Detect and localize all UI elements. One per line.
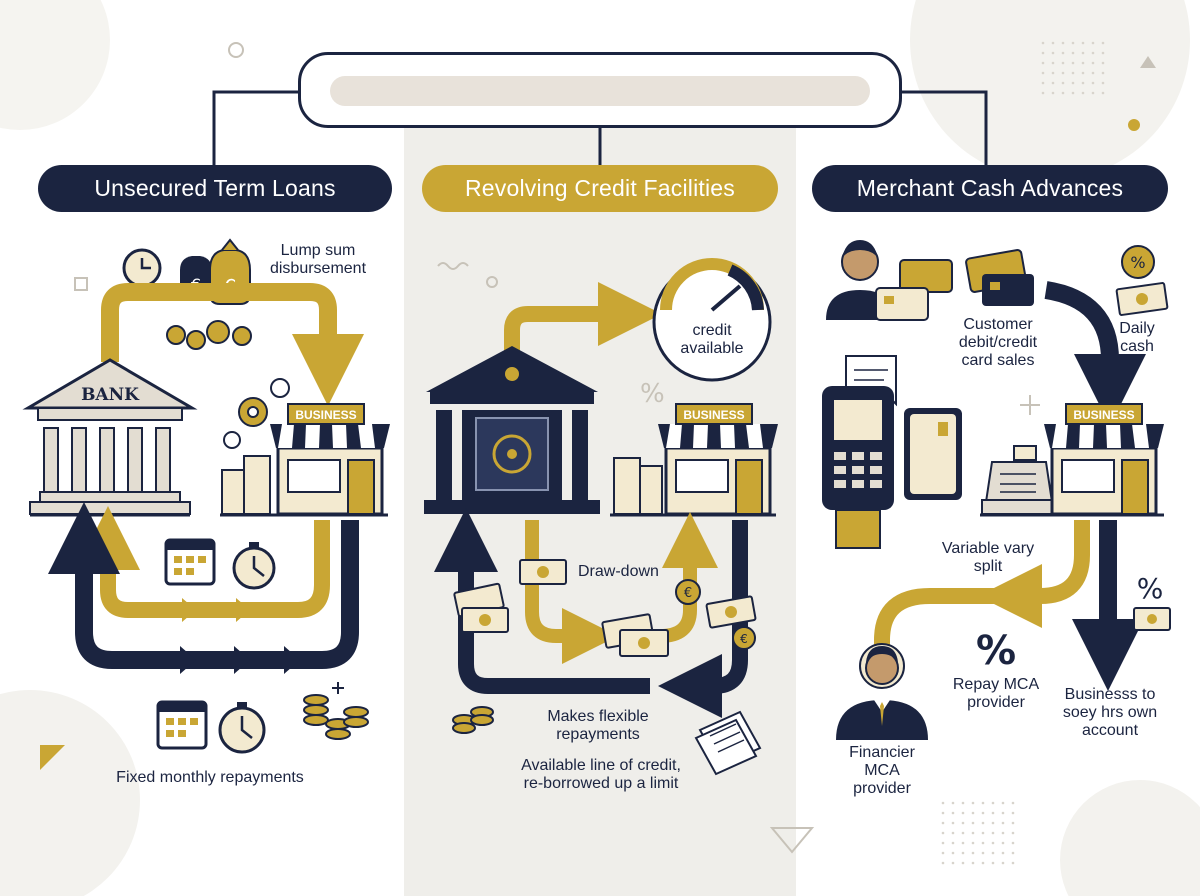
label-flexible-repayments: Makes flexible repayments	[547, 708, 649, 743]
square-deco-icon	[74, 277, 88, 291]
gear-icon	[223, 378, 290, 449]
split-arrow	[978, 520, 1090, 628]
reborrow-arrow	[434, 508, 650, 694]
label-lump-sum: Lump sum disbursement	[269, 242, 367, 277]
coin-stack-icon	[452, 706, 494, 734]
business-sign: BUSINESS	[1073, 408, 1134, 422]
dot-deco-icon	[1128, 119, 1140, 131]
office-building-icon	[613, 457, 663, 515]
page-title	[330, 76, 870, 106]
disbursement-arrow	[101, 283, 364, 406]
credit-card-icon	[965, 249, 1034, 306]
business-store-icon	[658, 403, 778, 516]
stopwatch-icon	[232, 542, 276, 590]
column-title-revolving-credit: Revolving Credit Facilities	[422, 165, 778, 212]
documents-icon	[694, 710, 762, 776]
column-title-merchant-cash: Merchant Cash Advances	[812, 165, 1168, 212]
repay-arrow	[874, 588, 1010, 660]
bank-icon	[22, 358, 198, 515]
dot-grid	[1040, 40, 1110, 100]
card-terminal-icon	[822, 355, 962, 549]
business-sign: BUSINESS	[683, 408, 744, 422]
repayment-arrow	[658, 520, 748, 718]
wave-deco-icon	[437, 262, 469, 270]
drawdown-arrow	[525, 520, 618, 664]
percent-icon: %	[976, 628, 1016, 674]
label-daily-cash: Daily cash	[1119, 320, 1155, 355]
label-line-of-credit: Available line of credit, re-borrowed up…	[521, 757, 681, 792]
banknote-icon	[519, 559, 567, 585]
circle-deco-icon	[228, 42, 244, 58]
chevrons-navy	[180, 646, 300, 674]
label-draw-down: Draw-down	[578, 563, 659, 580]
plus-deco-icon	[1020, 395, 1040, 415]
svg-text:%: %	[1137, 572, 1164, 605]
banknote-icon	[601, 613, 669, 657]
dot-grid	[940, 800, 1020, 870]
percent-banknote-icon: %	[1133, 572, 1171, 631]
business-store-icon	[1044, 403, 1164, 516]
vault-bank-icon	[424, 346, 600, 514]
label-variable-split: Variable vary split	[941, 540, 1035, 575]
banknote-icon	[1115, 282, 1169, 316]
calendar-icon	[156, 700, 208, 750]
euro-coins-icon	[166, 320, 252, 350]
triangle-deco-icon	[40, 745, 65, 770]
cash-register-icon	[981, 445, 1059, 515]
bank-sign: BANK	[81, 385, 140, 405]
gauge-icon	[652, 258, 772, 382]
bg-blob	[1060, 780, 1200, 896]
label-repay-mca: Repay MCA provider	[952, 676, 1040, 711]
label-fixed-repayments: Fixed monthly repayments	[116, 769, 304, 786]
office-building-icon	[221, 455, 271, 515]
chevrons-gold	[182, 598, 250, 622]
stopwatch-icon	[218, 702, 266, 754]
label-financier: Financier MCA provider	[849, 744, 915, 797]
circle-deco-icon	[486, 276, 498, 288]
financier-avatar-icon	[836, 643, 928, 740]
title-connector	[212, 90, 988, 165]
percent-coin-icon: %	[1121, 245, 1155, 279]
banknote-icon	[453, 582, 509, 633]
clock-icon	[122, 248, 162, 288]
business-sign: BUSINESS	[295, 408, 356, 422]
bg-blob	[0, 690, 140, 896]
percent-deco-icon: %	[640, 379, 665, 409]
triangle-deco-icon	[1140, 56, 1156, 68]
repayment-arrow-gold	[76, 506, 330, 618]
calendar-icon	[164, 538, 216, 586]
repayment-arrow-navy	[48, 502, 359, 669]
label-own-account: Businesss to soey hrs own account	[1062, 686, 1158, 739]
plus-deco-icon	[332, 682, 344, 694]
euro-coin-icon: € €	[675, 579, 756, 650]
svg-text:€: €	[740, 632, 748, 646]
label-credit-available: credit available	[680, 322, 744, 357]
credit-arrow	[504, 282, 662, 368]
label-card-sales: Customer debit/credit card sales	[958, 316, 1038, 369]
coin-stack-icon	[303, 694, 369, 740]
svg-text:%: %	[1130, 253, 1145, 272]
triangle-deco-icon	[769, 827, 815, 854]
bg-blob	[0, 0, 110, 130]
banknote-icon	[705, 595, 757, 629]
svg-text:€: €	[684, 586, 692, 601]
credit-card-icon	[875, 259, 953, 321]
column-title-term-loans: Unsecured Term Loans	[38, 165, 392, 212]
card-sales-arrow	[1044, 281, 1146, 426]
